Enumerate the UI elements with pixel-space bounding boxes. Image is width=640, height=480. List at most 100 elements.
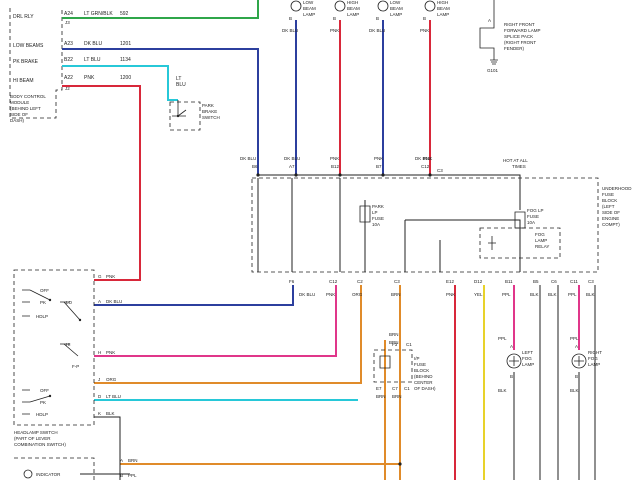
- fuse-top-color-1: DK BLU: [240, 156, 256, 161]
- fuse-bottom-pin-10: C11: [570, 279, 578, 284]
- wires: [62, 0, 596, 480]
- bottom-color-3: ORG: [352, 292, 363, 297]
- switch-title-3: COMBINATION SWITCH): [14, 442, 66, 447]
- lamp-2-bulb-icon: [334, 0, 346, 12]
- lamp-3-label-2: BEAM: [390, 6, 403, 11]
- bcm-connector-j2: J2: [65, 86, 70, 91]
- wire-cyan-pk-brake: [62, 65, 178, 101]
- bcm-circuit-3: 1134: [120, 57, 131, 63]
- switch-color-h: PNK: [106, 350, 115, 355]
- fog-fuse-label-1: FOG LP: [527, 208, 544, 213]
- lamp-4-label-2: BEAM: [437, 6, 450, 11]
- bcm-title-4: SIDE OF: [10, 112, 28, 117]
- bottom-color-1: DK BLU: [299, 292, 315, 297]
- wire-green-drl: [62, 0, 259, 19]
- fuse-top-color-4: PNK: [374, 156, 383, 161]
- switch-color-k: BLK: [106, 411, 115, 416]
- lamp-2-label-3: LAMP: [347, 12, 359, 17]
- bottom-color-10: PPL: [568, 292, 577, 297]
- right-fog-label-2: FOG: [588, 356, 598, 361]
- bottom-color-7: PPL: [502, 292, 511, 297]
- fuse-top-pin-1: B6: [252, 164, 258, 169]
- splice-label-1: RIGHT FRONT: [504, 22, 535, 27]
- indicator-color-b: PPL: [128, 473, 137, 478]
- wire-blue-switch-a: [94, 285, 294, 306]
- fuse-hot-label-1: HOT AT ALL: [503, 158, 528, 163]
- bcm-title-5: DASH): [10, 118, 25, 123]
- lamp-3-bulb-icon: [377, 0, 389, 12]
- bcm-color-1: LT GRN/BLK: [84, 11, 113, 17]
- fuse-top-pin-5: C12: [421, 164, 430, 169]
- right-fog-color-top: PPL: [570, 336, 579, 341]
- bcm-pin-4: A22: [64, 75, 73, 81]
- fuse-bottom-pin-2: C12: [329, 279, 338, 284]
- lamp-4-pin: B: [423, 16, 426, 21]
- splice-pin: A: [488, 18, 491, 23]
- left-fog-color-top: PPL: [498, 336, 507, 341]
- bcm-title-3: (BEHIND LEFT: [10, 106, 41, 111]
- splice-label-3: SPLICE PACK: [504, 34, 533, 39]
- right-fog-pin-bottom: B: [575, 374, 578, 379]
- switch-pin-h: H: [98, 350, 101, 355]
- bcm-color-3: LT BLU: [84, 57, 101, 63]
- headlamp-switch: OFF PK HDLP LO HI F-P OFF PK HDLP G PNK …: [13, 269, 122, 447]
- bcm-connector-j3: J3: [65, 20, 70, 25]
- lamp-2-label-2: BEAM: [347, 6, 360, 11]
- fuse-bottom-pin-9: C6: [551, 279, 557, 284]
- switch-pos-pk: PK: [40, 300, 46, 305]
- fog-relay: [479, 227, 561, 259]
- indicator-color-a: BRN: [128, 458, 138, 463]
- indicator-pin-b: B: [120, 473, 123, 478]
- left-fog-color-bottom: BLK: [498, 388, 507, 393]
- fog-fuse-label-3: 10A: [527, 220, 535, 225]
- park-fuse-icon: [359, 205, 371, 223]
- wire-red-hi-beam: [62, 85, 141, 281]
- bcm-label-drl: DRL RLY: [13, 14, 34, 20]
- left-fog-lamp-icon: [506, 353, 522, 369]
- fuse-title-1: UNDERHOOD: [602, 186, 632, 191]
- lamp-1-bulb-icon: [290, 0, 302, 12]
- fuse-title-7: COMPT): [602, 222, 620, 227]
- switch-color-j: ORG: [106, 377, 117, 382]
- fuse-top-pin-4: B7: [376, 164, 382, 169]
- fuse-top-color-2: DK BLU: [284, 156, 300, 161]
- ip-fuse-color-4: BRN: [392, 394, 402, 399]
- switch-pin-j: J: [98, 377, 100, 382]
- bcm-circuit-2: 1201: [120, 41, 131, 47]
- switch-pos-off-2: OFF: [40, 388, 49, 393]
- park-brake-switch: LT BLU PARK BRAKE SWITCH: [169, 76, 220, 131]
- switch-pin-a: A: [98, 299, 101, 304]
- fog-relay-label-2: LAMP: [535, 238, 547, 243]
- body-control-module: DRL RLY LOW BEAMS PK BRAKE HI BEAM BODY …: [9, 8, 131, 123]
- fuse-bottom-pin-3: C2: [357, 279, 363, 284]
- lamp-2-label-1: HIGH: [347, 0, 358, 5]
- lamp-2-wire-color: PNK: [330, 28, 339, 33]
- switch-pos-hdlp-2: HDLP: [36, 412, 48, 417]
- fuse-top-color-3: PNK: [330, 156, 339, 161]
- ip-fuse-pin-2: C1: [406, 342, 412, 347]
- ip-fuse-pin-4: C7: [392, 386, 398, 391]
- lamp-1-wire-color: DK BLU: [282, 28, 298, 33]
- fuse-title-4: (LEFT: [602, 204, 615, 209]
- splice-label-5: FENDER): [504, 46, 525, 51]
- fog-relay-label-1: FOG: [535, 232, 545, 237]
- switch-pin-g: G: [98, 274, 102, 279]
- park-brake-wire-2: BLU: [176, 82, 186, 88]
- bcm-circuit-4: 1200: [120, 75, 131, 81]
- right-fog-label-1: RIGHT: [588, 350, 602, 355]
- park-fuse-label-3: FUSE: [372, 216, 384, 221]
- bcm-color-4: PNK: [84, 75, 95, 81]
- bcm-label-low-beams: LOW BEAMS: [13, 43, 44, 49]
- switch-pos-fp: F-P: [72, 364, 79, 369]
- bottom-color-11: BLK: [586, 292, 595, 297]
- switch-pos-pk-2: PK: [40, 400, 46, 405]
- bottom-wire-colors: DK BLU PNK ORG BRN PNK YEL PPL BLK BLK P…: [299, 292, 595, 297]
- ip-fuse-label-1: I/P: [414, 356, 420, 361]
- park-brake-label-2: BRAKE: [202, 109, 217, 114]
- top-lamps: LOW BEAM LAMP HIGH BEAM LAMP LOW BEAM LA…: [282, 0, 450, 33]
- indicator-bulb-icon: [23, 469, 33, 479]
- fog-fuse-label-2: FUSE: [527, 214, 539, 219]
- fuse-hot-label-2: TIMES: [512, 164, 526, 169]
- right-fog-lamp-icon: [571, 353, 587, 369]
